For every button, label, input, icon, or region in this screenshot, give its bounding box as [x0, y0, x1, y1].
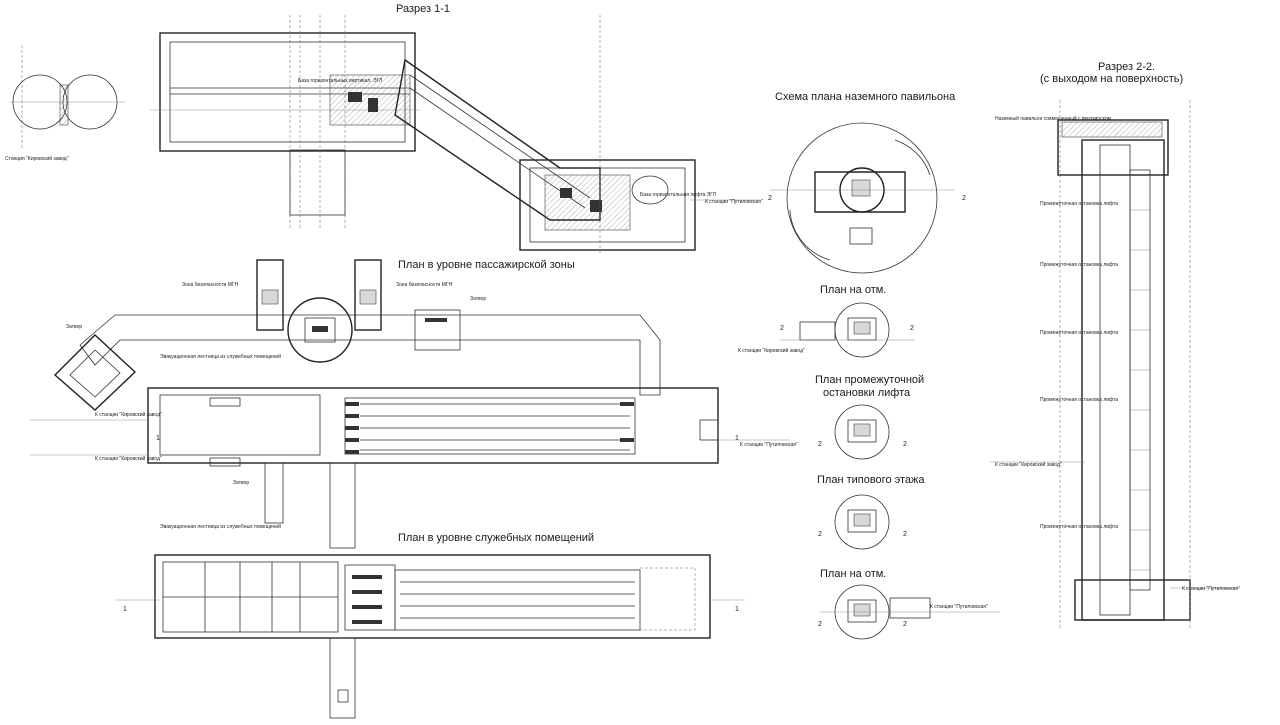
note-to-kirovsky-4: К станции "Кировский завод"	[995, 461, 1062, 468]
plan1-mark-2-left: 2	[780, 325, 784, 332]
intermediate-title-1: План промежуточной	[815, 374, 924, 386]
inter-mark-2-right: 2	[903, 441, 907, 448]
pavilion-plan: 2 2	[768, 122, 966, 274]
section-1-title: Разрез 1-1	[396, 3, 450, 15]
note-intermediate-stop-1: Промежуточная остановка лифта	[1040, 201, 1118, 207]
note-horizontal-lift-2: База горизонтальная лифта ЭГЛ	[640, 192, 716, 198]
note-to-kirovsky-2: К станции "Кировский завод"	[95, 455, 162, 462]
service-level-plan: Эвакуационная лестница из служебных поме…	[115, 523, 745, 719]
section-2-title: Разрез 2-2.	[1098, 61, 1155, 73]
service-level-title: План в уровне служебных помещений	[398, 532, 594, 544]
note-shutter-2: Затвор	[66, 324, 82, 330]
plan-mark-1-title: План на отм.	[820, 284, 886, 296]
mark-1-left: 1	[156, 435, 160, 442]
note-horizontal-lift-1: База горизонтальных вертикал. ЭГЛ	[298, 78, 382, 84]
note-to-kirovsky-1: К станции "Кировский завод"	[95, 411, 162, 418]
note-station-kirovsky: Станция "Кировский завод"	[5, 155, 69, 162]
section-2-2-drawing: Наземный павильон совмещенный с венткиос…	[990, 100, 1240, 630]
inter-mark-2-left: 2	[818, 441, 822, 448]
plan2-mark-2-right: 2	[903, 621, 907, 628]
plan-mark-2-title: План на отм.	[820, 568, 886, 580]
plan2-mark-2-left: 2	[818, 621, 822, 628]
note-intermediate-stop-2: Промежуточная остановка лифта	[1040, 262, 1118, 268]
note-to-kirovsky-3: К станции "Кировский завод"	[738, 347, 805, 354]
note-mgn-zone-1: Зона безопасности МГН	[182, 282, 239, 288]
typical-floor-title: План типового этажа	[817, 474, 925, 486]
mark-1-right: 1	[735, 435, 739, 442]
section-1-1-drawing: Станция "Кировский завод" База горизонта…	[5, 15, 763, 255]
plan-mark-1-drawing: К станции "Кировский завод" 2 2	[738, 302, 915, 358]
note-intermediate-stop-3: Промежуточная остановка лифта	[1040, 330, 1118, 336]
pavilion-plan-title: Схема плана наземного павильона	[775, 91, 956, 103]
typical-mark-2-left: 2	[818, 531, 822, 538]
passenger-level-title: План в уровне пассажирской зоны	[398, 259, 575, 271]
note-evac-stair-1: Эвакуационная лестница из служебных поме…	[160, 353, 281, 360]
note-shutter-3: Затвор	[233, 480, 249, 486]
passenger-level-plan: Зона безопасности МГН Зона безопасности …	[30, 259, 798, 549]
note-mgn-zone-2: Зона безопасности МГН	[396, 282, 453, 288]
note-to-putilovskaya-2: К станции "Путиловская"	[740, 442, 798, 448]
note-to-putilovskaya-1: К станции "Путиловская"	[705, 199, 763, 205]
note-intermediate-stop-5: Промежуточная остановка лифта	[1040, 524, 1118, 530]
note-to-putilovskaya-3: К станции "Путиловская"	[930, 604, 988, 610]
intermediate-title-2: остановки лифта	[823, 387, 911, 399]
note-ground-pavilion: Наземный павильон совмещенный с венткиос…	[995, 115, 1112, 122]
note-intermediate-stop-4: Промежуточная остановка лифта	[1040, 397, 1118, 403]
note-to-putilovskaya-4: К станции "Путиловская"	[1182, 586, 1240, 592]
mark-1-service-left: 1	[123, 606, 127, 613]
mark-1-service-right: 1	[735, 606, 739, 613]
section-2-subtitle: (с выходом на поверхность)	[1040, 73, 1183, 85]
note-evac-stair-2: Эвакуационная лестница из служебных поме…	[160, 523, 281, 530]
typical-floor-drawing: 2 2	[818, 494, 907, 550]
intermediate-stop-drawing: 2 2	[818, 404, 907, 460]
plan-mark-2-drawing: К станции "Путиловская" 2 2	[818, 584, 1000, 640]
typical-mark-2-right: 2	[903, 531, 907, 538]
pavilion-mark-2-right: 2	[962, 195, 966, 202]
note-shutter-1: Затвор	[470, 296, 486, 302]
pavilion-mark-2-left: 2	[768, 195, 772, 202]
plan1-mark-2-right: 2	[910, 325, 914, 332]
